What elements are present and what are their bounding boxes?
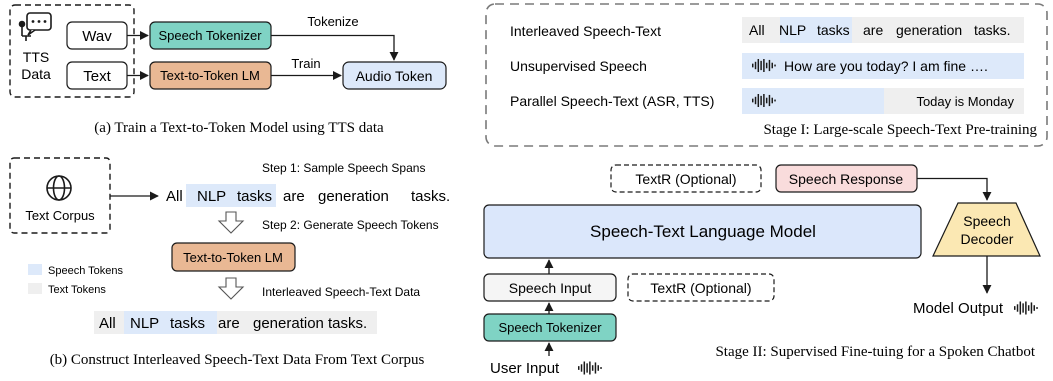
globe-icon xyxy=(46,175,72,201)
train-label: Train xyxy=(291,56,320,71)
speech-decoder-label-line1: Speech xyxy=(963,213,1010,229)
tts-data-dashed-box xyxy=(9,4,135,98)
text-token-span-2 xyxy=(217,311,377,334)
sentence-bottom-word: NLP xyxy=(130,315,159,332)
waveform-icon xyxy=(1014,301,1038,315)
speech-tokenizer-label-a: Speech Tokenizer xyxy=(158,28,262,43)
speech-input-label: Speech Input xyxy=(509,280,592,296)
speech-response-label: Speech Response xyxy=(789,171,904,187)
sentence-top-word: tasks xyxy=(237,188,272,205)
stage1-row3-text-bg xyxy=(884,88,1024,114)
waveform-icon xyxy=(578,361,602,375)
step2-label: Step 2: Generate Speech Tokens xyxy=(262,218,439,232)
stage1-row1-label: Interleaved Speech-Text xyxy=(510,23,661,39)
wav-label: Wav xyxy=(82,28,112,45)
arrow-tokenize xyxy=(271,34,399,61)
sentence-bottom-word: tasks. xyxy=(328,315,367,332)
tokenize-label: Tokenize xyxy=(307,14,358,29)
t2t-lm-box-b xyxy=(171,242,296,272)
speech-tokenizer-label-b: Speech Tokenizer xyxy=(498,320,602,335)
panel-b: Text Corpus Step 1: Sample Speech Spans … xyxy=(9,157,450,368)
stage1-row1-text-bg-a xyxy=(742,17,780,43)
stage1-row2-text: How are you today? I am fine …. xyxy=(784,58,988,74)
stage1-row1-word: are xyxy=(863,22,883,38)
stage1-row1-word: NLP xyxy=(779,22,806,38)
legend-speech-swatch xyxy=(28,264,42,275)
sentence-top-word: NLP xyxy=(197,188,226,205)
stage1-row1-tokens: All NLP tasks are generation tasks. xyxy=(749,22,1011,38)
stage1-row1-word: generation xyxy=(896,22,962,38)
sentence-top-word: are xyxy=(283,188,305,205)
stage-1: Interleaved Speech-Text All NLP tasks ar… xyxy=(485,3,1048,147)
speech-tokenizer-box-b xyxy=(483,313,617,342)
t2t-lm-label-b: Text-to-Token LM xyxy=(183,250,283,265)
stage1-row2-label: Unsupervised Speech xyxy=(510,58,647,74)
speaking-person-icon xyxy=(18,12,52,41)
text-corpus-label: Text Corpus xyxy=(25,208,95,223)
legend-text-swatch xyxy=(28,283,42,294)
text-label: Text xyxy=(83,68,111,85)
speech-token-span-bottom xyxy=(124,311,217,334)
speech-token-span-top xyxy=(186,184,276,207)
textr-bottom-label: TextR (Optional) xyxy=(650,280,751,296)
sentence-top-word: generation xyxy=(318,188,389,205)
legend-text-label: Text Tokens xyxy=(48,284,106,296)
caption-b: (b) Construct Interleaved Speech-Text Da… xyxy=(50,352,425,368)
caption-a: (a) Train a Text-to-Token Model using TT… xyxy=(94,120,384,136)
tts-data-label-line2: Data xyxy=(21,66,51,82)
step1-label: Step 1: Sample Speech Spans xyxy=(262,161,425,175)
user-input-label: User Input xyxy=(490,360,560,377)
textr-bottom-box xyxy=(627,273,775,302)
legend-speech-label: Speech Tokens xyxy=(48,265,124,277)
hollow-down-arrow-2 xyxy=(217,277,245,300)
speech-decoder-box xyxy=(932,202,1041,257)
sentence-bottom-word: tasks xyxy=(170,315,205,332)
speech-text-lm-box xyxy=(483,204,922,259)
sentence-top-word: All xyxy=(166,188,183,205)
text-token-span-1 xyxy=(94,311,124,334)
stage-2: TextR (Optional) Speech Response Speech-… xyxy=(483,164,1041,377)
stage2-caption: Stage II: Supervised Fine-tuing for a Sp… xyxy=(715,344,1035,360)
sentence-top: All NLP tasks are generation tasks. xyxy=(166,188,450,205)
audio-token-box xyxy=(342,61,447,90)
model-output-label: Model Output xyxy=(913,300,1004,317)
speech-text-lm-label: Speech-Text Language Model xyxy=(590,222,816,241)
panel-a: TTS Data Wav Text Speech Tokenizer Text-… xyxy=(9,4,447,136)
textr-top-box xyxy=(610,164,762,193)
sentence-bottom-word: All xyxy=(99,315,116,332)
stage1-row1-text-bg-b xyxy=(852,17,1024,43)
stage1-row1-speech-bg xyxy=(780,17,852,43)
hollow-down-arrow-1 xyxy=(217,211,245,234)
speech-input-box xyxy=(483,273,617,302)
stage1-row3-label: Parallel Speech-Text (ASR, TTS) xyxy=(510,93,714,109)
stage1-row3-speech-bg xyxy=(742,88,884,114)
stage1-caption: Stage I: Large-scale Speech-Text Pre-tra… xyxy=(763,122,1037,138)
sentence-bottom-word: generation xyxy=(253,315,324,332)
arrow-response-decoder xyxy=(917,177,992,201)
stage1-row3-text: Today is Monday xyxy=(916,94,1014,109)
tts-data-label-line1: TTS xyxy=(23,49,49,65)
stage1-row1-word: tasks. xyxy=(974,22,1011,38)
stage1-row1-word: All xyxy=(749,22,765,38)
sentence-bottom-word: are xyxy=(218,315,240,332)
interleaved-label: Interleaved Speech-Text Data xyxy=(262,285,420,299)
speech-decoder-label-line2: Decoder xyxy=(961,231,1014,247)
sentence-bottom: All NLP tasks are generation tasks. xyxy=(99,315,367,332)
t2t-lm-label-a: Text-to-Token LM xyxy=(160,68,260,83)
audio-token-label: Audio Token xyxy=(356,68,433,84)
textr-top-label: TextR (Optional) xyxy=(635,171,736,187)
sentence-top-word: tasks. xyxy=(411,188,450,205)
stage1-row1-word: tasks xyxy=(817,22,850,38)
stage1-dashed-box xyxy=(485,3,1048,147)
stage1-row2-bg xyxy=(742,53,1024,79)
